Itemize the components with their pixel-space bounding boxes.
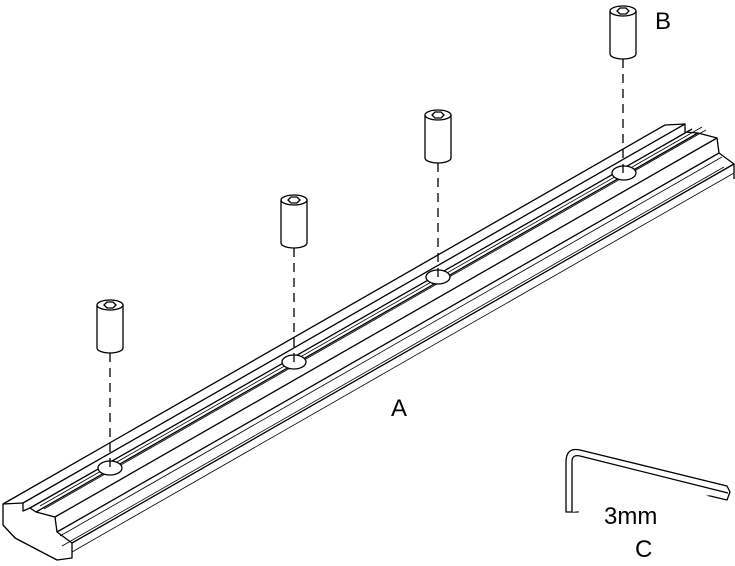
rail-edge (22, 123, 686, 504)
rail-groove-line (43, 129, 707, 510)
rail-edge (29, 128, 693, 509)
rail-edge (35, 132, 699, 513)
label-a: A (391, 395, 408, 422)
rail-groove-line (39, 126, 703, 507)
rail-edge (2, 124, 666, 505)
rail-edge (71, 163, 735, 544)
label-b: B (655, 8, 672, 35)
rail-groove-line (59, 156, 723, 537)
rail-far-end (664, 123, 735, 179)
hex-socket-icon (103, 301, 117, 309)
rail-a (2, 123, 735, 561)
rail-groove-line (71, 172, 735, 553)
hex-socket-icon (431, 111, 445, 119)
hex-socket-icon (287, 196, 301, 204)
screw-body-icon (609, 11, 637, 60)
label-3mm: 3mm (604, 503, 658, 530)
screw-body-icon (96, 305, 124, 354)
mounting-hole (611, 165, 637, 181)
hex-key-c (565, 448, 731, 513)
rail-edge (54, 137, 718, 518)
rail-groove-line (61, 166, 725, 547)
label-c: C (635, 536, 653, 563)
hex-key-edge (571, 454, 729, 512)
screws-b (96, 5, 637, 468)
hex-socket-icon (616, 7, 630, 15)
screw-body-icon (424, 115, 452, 164)
screw-body-icon (280, 200, 308, 249)
rail-edge (56, 152, 720, 533)
